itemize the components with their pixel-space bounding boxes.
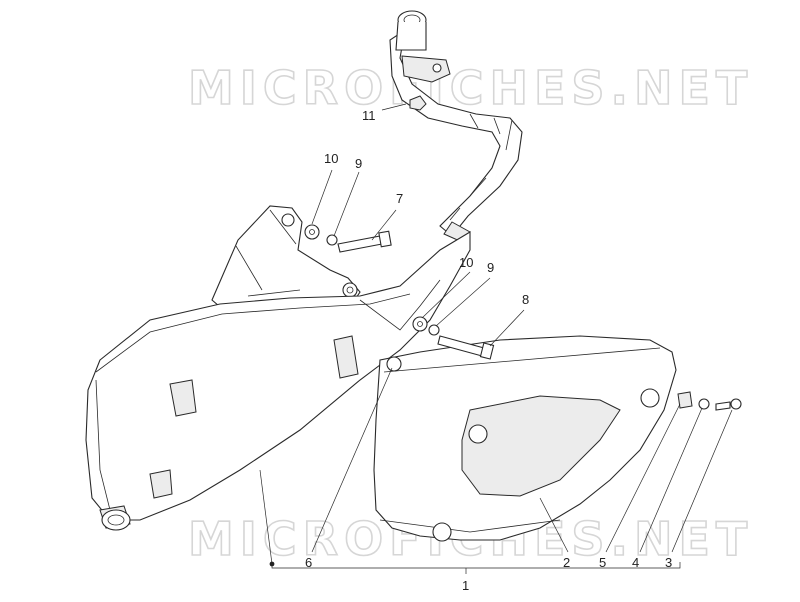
callout-7: 7 — [396, 191, 403, 206]
callout-10-lower: 10 — [459, 255, 473, 270]
callout-9-lower: 9 — [487, 260, 494, 275]
callout-3: 3 — [665, 555, 672, 570]
mounting-bracket — [211, 205, 361, 313]
callout-1: 1 — [462, 578, 469, 593]
callout-8: 8 — [522, 292, 529, 307]
callout-labels: 11 10 9 7 10 9 8 6 2 5 4 3 1 — [305, 108, 672, 593]
exhaust-header-pipe — [389, 10, 523, 243]
heat-shield — [373, 335, 677, 542]
callout-5: 5 — [599, 555, 606, 570]
callout-4: 4 — [632, 555, 639, 570]
callout-9-upper: 9 — [355, 156, 362, 171]
fastener-hardware — [304, 95, 742, 411]
leader-lines — [259, 103, 733, 574]
silencer-body — [85, 231, 471, 531]
bracket-dot — [269, 561, 275, 567]
callout-2: 2 — [563, 555, 570, 570]
callout-6: 6 — [305, 555, 312, 570]
watermark-top: MICROFICHES.NET — [188, 61, 753, 115]
callout-11: 11 — [362, 108, 376, 123]
callout-10-upper: 10 — [324, 151, 338, 166]
